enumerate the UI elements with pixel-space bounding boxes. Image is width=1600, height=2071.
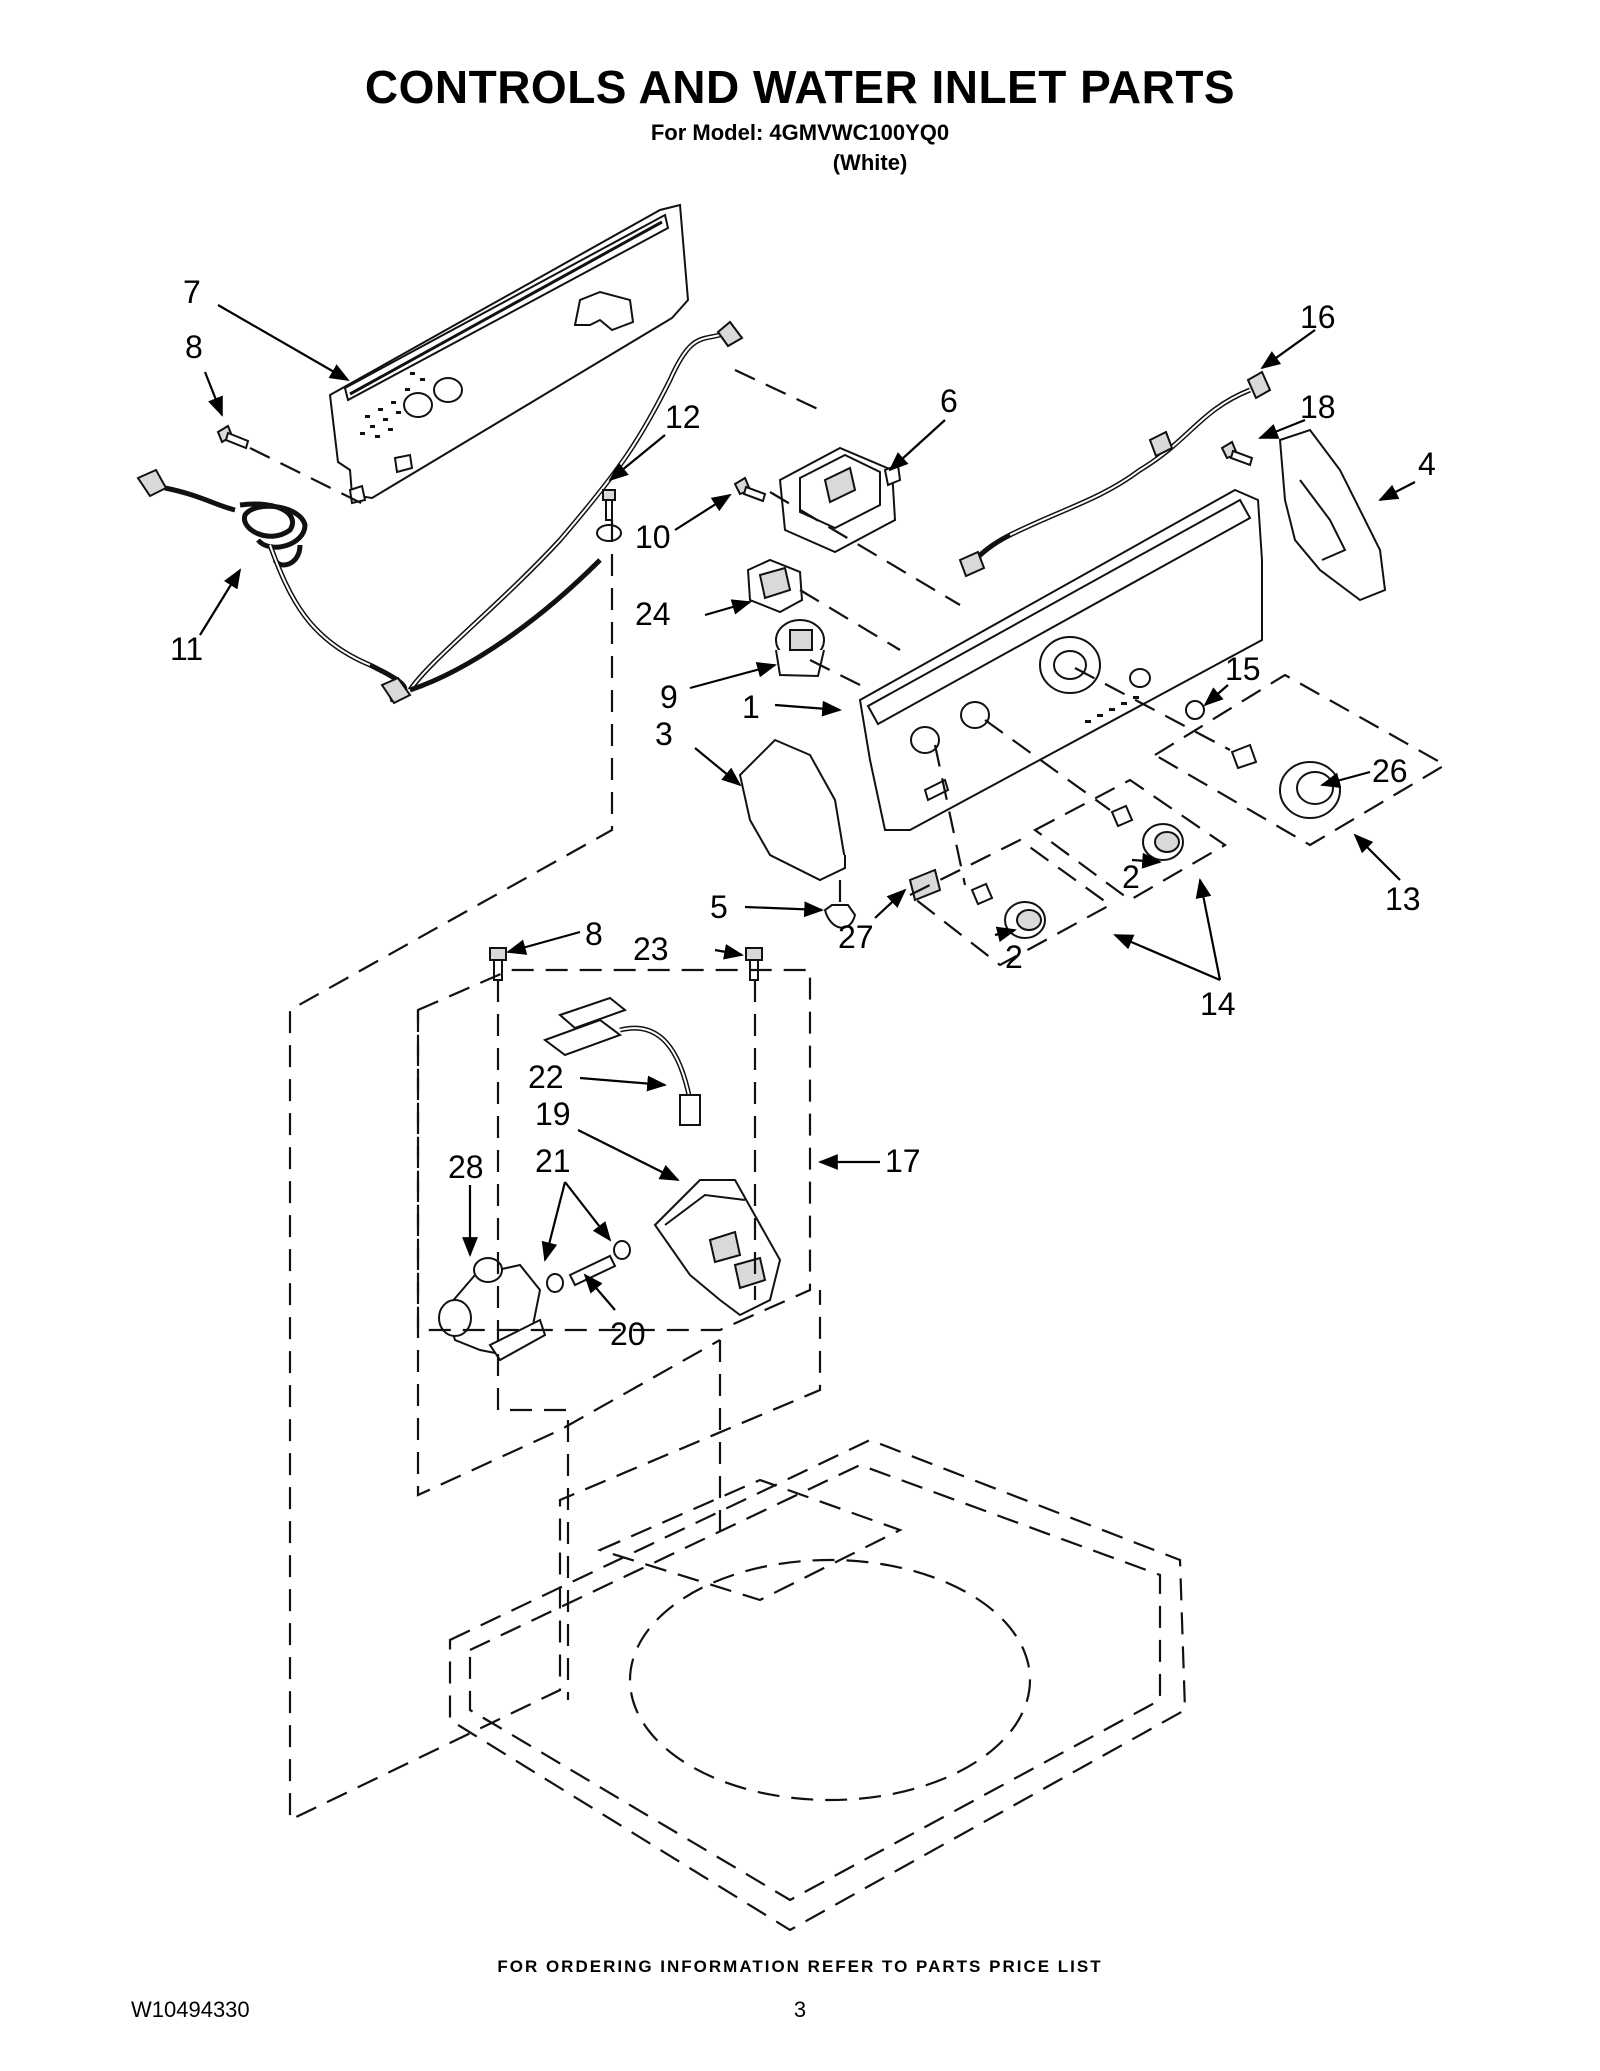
control-console xyxy=(858,488,1263,831)
callout-1: 1 xyxy=(742,689,760,725)
part-27-label xyxy=(908,868,942,902)
rear-cover-panel xyxy=(328,203,690,505)
left-end-cap xyxy=(738,738,847,882)
callout-19: 19 xyxy=(535,1096,571,1132)
callout-15: 15 xyxy=(1225,651,1261,687)
model-line: For Model: 4GMVWC100YQ0 xyxy=(650,120,950,145)
callout-23: 23 xyxy=(633,931,669,967)
page-number: 3 xyxy=(793,1997,807,2022)
page-title: CONTROLS AND WATER INLET PARTS xyxy=(364,61,1236,113)
group-box-17 xyxy=(416,968,812,1332)
ordering-note: FOR ORDERING INFORMATION REFER TO PARTS … xyxy=(497,1957,1103,1976)
callout-22: 22 xyxy=(528,1059,564,1095)
knob-2-upper xyxy=(1142,823,1184,861)
hose-20 xyxy=(568,1254,617,1287)
callout-24: 24 xyxy=(635,596,671,632)
callout-14: 14 xyxy=(1200,986,1236,1022)
callout-5: 5 xyxy=(710,889,728,925)
screw-8-upper xyxy=(216,424,250,450)
top-panel-reference xyxy=(448,1438,1187,1932)
callout-9: 9 xyxy=(660,679,678,715)
assembly-lines xyxy=(249,369,1231,1822)
part-15-light-pipe xyxy=(1185,700,1205,720)
color-line: (White) xyxy=(832,150,908,175)
knob-insert-2-upper xyxy=(1110,804,1134,828)
callout-20: 20 xyxy=(610,1316,646,1352)
callout-11: 11 xyxy=(170,631,203,667)
callout-7: 7 xyxy=(183,274,201,310)
callout-labels: 7 8 12 10 11 6 16 18 4 24 9 1 3 15 26 13… xyxy=(170,274,1436,1352)
callout-21: 21 xyxy=(535,1143,571,1179)
pressure-switch xyxy=(746,558,804,614)
knob-insert-2-lower xyxy=(970,882,994,906)
group-box-17-outer xyxy=(416,1010,721,1497)
document-number: W10494330 xyxy=(131,1997,250,2022)
callout-3: 3 xyxy=(655,716,673,752)
callout-17: 17 xyxy=(885,1143,921,1179)
water-inlet-valve xyxy=(438,1257,547,1362)
callout-13: 13 xyxy=(1385,881,1421,917)
screw-10 xyxy=(733,476,767,503)
screw-12 xyxy=(602,489,616,521)
callout-2-upper: 2 xyxy=(1122,859,1140,895)
callout-10: 10 xyxy=(635,519,671,555)
callout-4: 4 xyxy=(1418,446,1436,482)
right-end-cap xyxy=(1278,428,1387,602)
callout-12: 12 xyxy=(665,399,701,435)
group-box-13 xyxy=(1152,673,1448,847)
screw-18 xyxy=(1220,440,1254,467)
callout-8-lower: 8 xyxy=(585,916,603,952)
screw-23 xyxy=(745,947,763,981)
callout-18: 18 xyxy=(1300,389,1336,425)
fill-hose-harness xyxy=(542,996,701,1126)
leader-arrows xyxy=(199,304,1416,1311)
knob-2-lower xyxy=(1004,901,1046,939)
callout-6: 6 xyxy=(940,383,958,419)
dispenser-19 xyxy=(653,1179,782,1317)
knob-26 xyxy=(1279,761,1341,819)
clip-5 xyxy=(823,904,857,929)
cycle-selector xyxy=(775,619,825,678)
knob-insert-26 xyxy=(1230,743,1258,770)
callout-27: 27 xyxy=(838,919,874,955)
ground-wire-harness xyxy=(407,320,744,693)
hose-clamp-21 xyxy=(546,1240,631,1293)
control-board xyxy=(778,446,902,554)
wire-harness-16 xyxy=(958,370,1272,578)
group-box-14 xyxy=(907,778,1228,967)
power-cord xyxy=(136,468,412,705)
callout-28: 28 xyxy=(448,1149,484,1185)
callout-16: 16 xyxy=(1300,299,1336,335)
callout-2-lower: 2 xyxy=(1005,939,1023,975)
callout-26: 26 xyxy=(1372,753,1408,789)
callout-8-upper: 8 xyxy=(185,329,203,365)
